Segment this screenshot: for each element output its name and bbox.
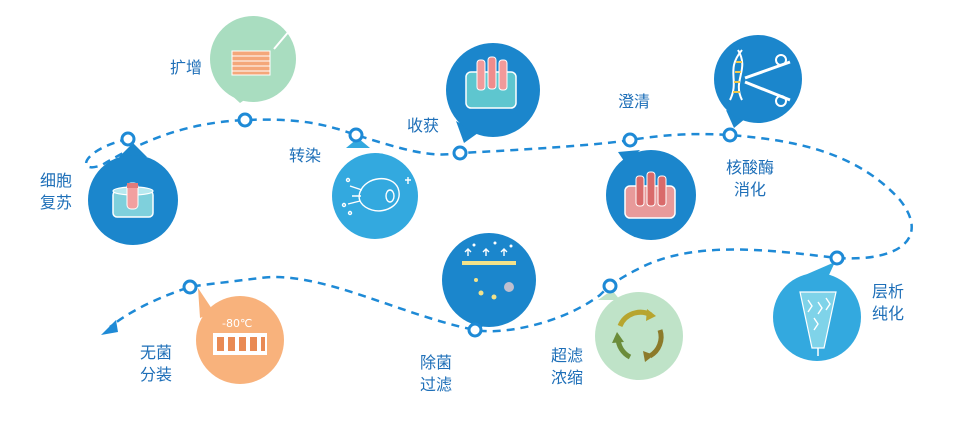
step-aseptic-filling: -80℃: [196, 288, 284, 384]
tubes-beaker-icon: [465, 56, 517, 109]
step-amplification: [210, 16, 296, 103]
node-nuclease-digestion: [722, 127, 738, 143]
path-nodes: [120, 112, 845, 338]
process-path: [84, 118, 913, 333]
label-harvest: 收获: [407, 116, 440, 135]
step-cell-recovery: [88, 143, 178, 245]
column-icon: [799, 291, 837, 356]
label-sterile-filtration: 除菌 过滤: [420, 353, 453, 394]
step-harvest: [446, 43, 540, 143]
step-ultrafiltration: [595, 290, 683, 380]
step-nuclease-digestion: [714, 35, 802, 128]
label-amplification: 扩增: [170, 58, 203, 77]
node-harvest: [452, 145, 468, 161]
filter-membrane-icon: [462, 241, 516, 300]
step-clarification: [606, 150, 696, 240]
node-amplification: [237, 112, 253, 128]
node-transfection: [348, 127, 364, 143]
dna-scissors-icon: [729, 49, 791, 107]
node-chromatography: [829, 250, 845, 266]
label-transfection: 转染: [289, 146, 322, 165]
freezer-temp-text: -80℃: [222, 317, 252, 330]
node-sterile-filtration: [467, 322, 483, 338]
cell-transfection-icon: [341, 177, 411, 216]
step-chromatography: [773, 262, 861, 361]
cycle-arrows-icon: [612, 309, 664, 362]
label-chromatography: 层析 纯化: [872, 282, 905, 323]
freezer-vials-icon: -80℃: [213, 317, 267, 355]
node-cell-recovery: [120, 131, 136, 147]
vial-beaker-icon: [112, 182, 154, 218]
culture-plate-icon: [231, 29, 291, 76]
label-aseptic-filling: 无菌 分装: [140, 343, 173, 384]
label-cell-recovery: 细胞 复苏: [40, 171, 73, 212]
arrow-head-icon: [101, 320, 118, 335]
step-sterile-filtration: [442, 233, 536, 330]
node-ultrafiltration: [602, 278, 618, 294]
tubes-beaker-icon: [624, 171, 676, 219]
step-transfection: [332, 138, 418, 239]
node-clarification: [622, 132, 638, 148]
label-clarification: 澄清: [618, 92, 651, 111]
label-ultrafiltration: 超滤 浓缩: [551, 346, 584, 387]
node-aseptic-filling: [182, 279, 198, 295]
label-nuclease-digestion: 核酸酶 消化: [725, 158, 774, 199]
